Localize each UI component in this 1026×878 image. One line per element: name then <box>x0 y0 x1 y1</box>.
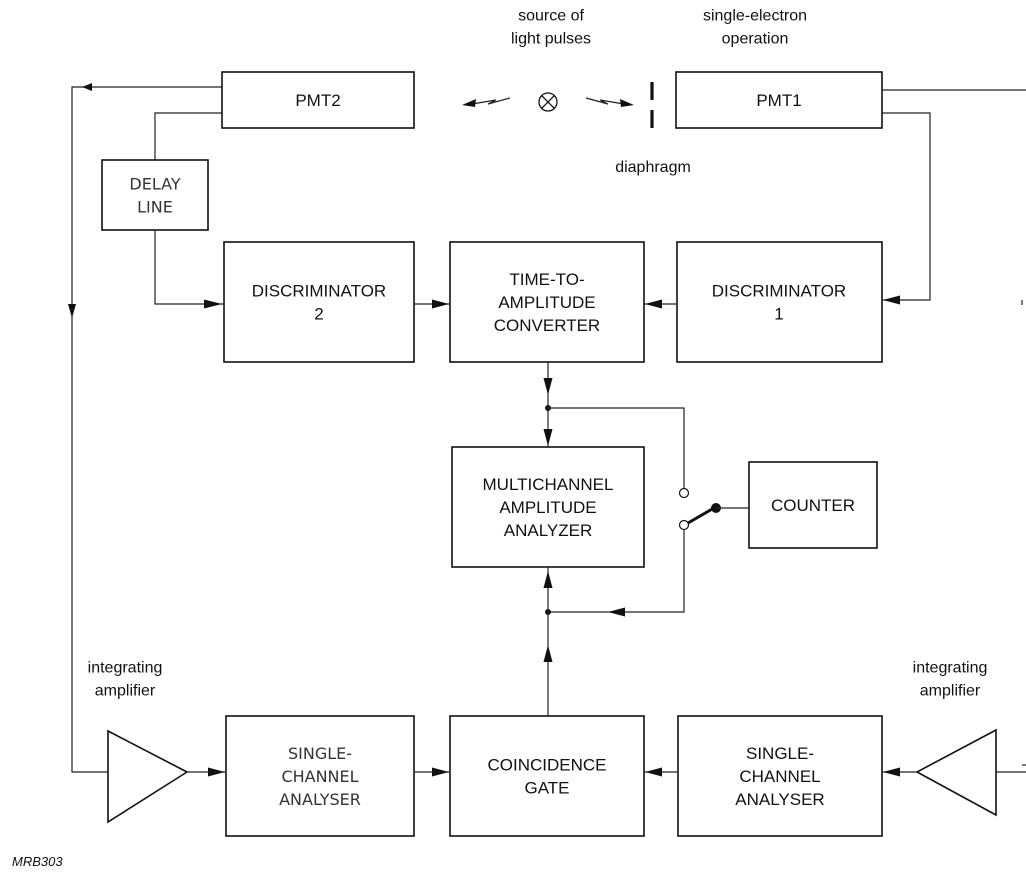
integrating-amplifier-left-icon <box>107 729 189 824</box>
text-line: light pulses <box>511 31 591 48</box>
text-line: diaphragm <box>615 159 691 176</box>
single-electron-operation-label: single-electron operation <box>703 8 807 48</box>
figure-code-label: MRB303 <box>12 854 63 869</box>
coincidence-gate-label: COINCIDENCE GATE <box>487 756 606 798</box>
single-channel-analyser-left-label: SINGLE- CHANNEL ANALYSER <box>279 744 361 809</box>
text-line: ANALYSER <box>735 790 824 809</box>
text-line: CHANNEL <box>739 767 820 786</box>
delay-line-label: DELAY LINE <box>129 175 180 217</box>
text-line: single-electron <box>703 8 807 25</box>
multichannel-amplitude-analyzer-block: MULTICHANNEL AMPLITUDE ANALYZER <box>451 446 645 568</box>
text-line: DISCRIMINATOR <box>712 282 846 301</box>
wire-right-sca-to-coincidence-gate <box>644 767 678 777</box>
multichannel-amplitude-analyzer-label: MULTICHANNEL AMPLITUDE ANALYZER <box>483 475 614 540</box>
source-of-light-pulses-label: source of light pulses <box>511 8 591 48</box>
text-line: COUNTER <box>771 496 855 515</box>
wire-pmt2-to-delay-line <box>154 112 222 160</box>
single-channel-analyser-left-block: SINGLE- CHANNEL ANALYSER <box>225 715 415 837</box>
text-line: CONVERTER <box>494 316 600 335</box>
discriminator-1-label: DISCRIMINATOR 1 <box>712 282 846 324</box>
integrating-amplifier-left-label: integrating amplifier <box>88 660 163 700</box>
wire-discriminator-2-to-tac <box>414 299 450 309</box>
wire-left-amplifier-to-sca <box>187 767 226 777</box>
text-line: DISCRIMINATOR <box>252 282 386 301</box>
single-channel-analyser-right-block: SINGLE- CHANNEL ANALYSER <box>677 715 883 837</box>
discriminator-2-label: DISCRIMINATOR 2 <box>252 282 386 324</box>
integrating-amplifier-right-label: integrating amplifier <box>913 660 988 700</box>
pmt1-block: PMT1 <box>675 71 883 129</box>
text-line: TIME-TO- <box>509 270 584 289</box>
text-line: integrating <box>88 660 163 677</box>
discriminator-1-block: DISCRIMINATOR 1 <box>676 241 883 363</box>
counter-block: COUNTER <box>748 461 878 549</box>
text-line: amplifier <box>920 683 981 700</box>
counter-label: COUNTER <box>771 496 855 515</box>
wire-pmt1-to-discriminator-1 <box>882 112 931 305</box>
text-line: GATE <box>524 779 569 798</box>
text-line: SINGLE- <box>288 744 352 763</box>
text-line: COINCIDENCE <box>487 756 606 775</box>
text-line: ANALYSER <box>279 790 361 809</box>
text-line: SINGLE- <box>746 744 814 763</box>
text-line: amplifier <box>95 683 156 700</box>
text-line: source of <box>518 8 584 25</box>
text-line: AMPLITUDE <box>498 293 595 312</box>
wire-discriminator-1-to-tac <box>644 299 677 309</box>
pmt2-block: PMT2 <box>221 71 415 129</box>
text-line: LINE <box>137 198 173 217</box>
time-to-amplitude-converter-label: TIME-TO- AMPLITUDE CONVERTER <box>494 270 600 335</box>
pmt1-label: PMT1 <box>756 91 801 110</box>
text-line: operation <box>722 31 789 48</box>
wire-tac-to-mca <box>543 362 553 447</box>
diaphragm-label: diaphragm <box>615 159 691 176</box>
text-line: DELAY <box>129 175 180 194</box>
wire-pmt2-to-left-amplifier <box>68 83 222 773</box>
light-ray-left-icon <box>462 97 511 107</box>
text-line: PMT1 <box>756 91 801 110</box>
wire-right-amplifier-to-sca <box>882 767 917 777</box>
light-ray-right-icon <box>585 97 634 107</box>
delay-line-block: DELAY LINE <box>101 159 209 231</box>
pmt2-label: PMT2 <box>295 91 340 110</box>
selector-switch-icon <box>678 503 749 531</box>
text-line: MULTICHANNEL <box>483 475 614 494</box>
wire-delay-line-to-discriminator-2 <box>154 230 224 309</box>
discriminator-2-block: DISCRIMINATOR 2 <box>223 241 415 363</box>
wire-tac-branch-to-switch <box>548 407 690 499</box>
text-line: PMT2 <box>295 91 340 110</box>
integrating-amplifier-right-icon <box>915 728 997 817</box>
wire-switch-to-bottom-junction <box>545 530 685 617</box>
text-line: 1 <box>774 305 783 324</box>
text-line: integrating <box>913 660 988 677</box>
single-channel-analyser-right-label: SINGLE- CHANNEL ANALYSER <box>735 744 824 809</box>
text-line: CHANNEL <box>281 767 358 786</box>
wire-coincidence-gate-to-mca <box>543 567 553 716</box>
wire-pmt1-to-right-amplifier <box>882 89 1026 773</box>
time-to-amplitude-converter-block: TIME-TO- AMPLITUDE CONVERTER <box>449 241 645 363</box>
text-line: ANALYZER <box>504 521 593 540</box>
wire-left-sca-to-coincidence-gate <box>414 767 450 777</box>
coincidence-gate-block: COINCIDENCE GATE <box>449 715 645 837</box>
light-source-icon <box>538 92 558 112</box>
text-line: 2 <box>314 305 323 324</box>
text-line: AMPLITUDE <box>499 498 596 517</box>
